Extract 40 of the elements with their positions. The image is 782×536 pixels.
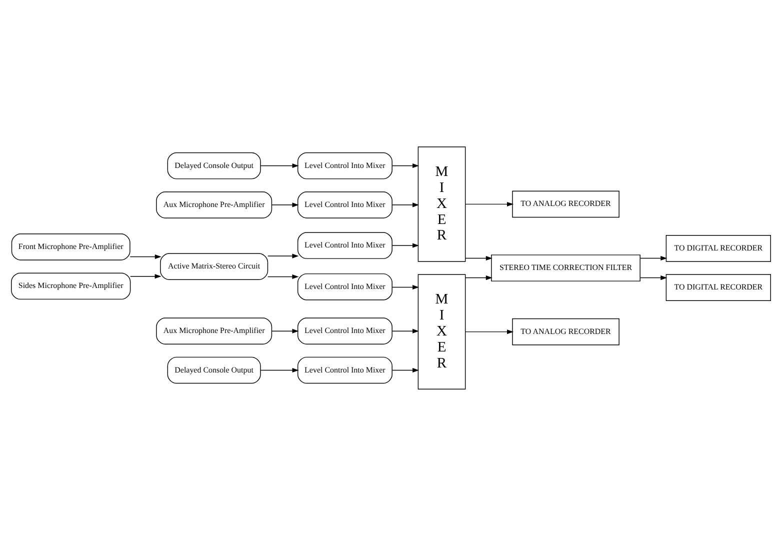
arrow (465, 256, 492, 260)
node-box: Aux Microphone Pre-Amplifier (156, 318, 272, 344)
node-box: M I X E R (418, 146, 466, 262)
node-box: Delayed Console Output (167, 356, 261, 384)
node-box: Aux Microphone Pre-Amplifier (156, 192, 272, 218)
node-box: TO DIGITAL RECORDER (666, 235, 771, 262)
arrow (465, 276, 492, 280)
arrow (272, 328, 299, 334)
arrow (130, 274, 162, 279)
arrow (130, 254, 162, 260)
arrow (268, 254, 299, 258)
arrow (268, 274, 299, 279)
arrow (465, 202, 514, 206)
node-box: TO ANALOG RECORDER (512, 318, 620, 346)
node-box: Sides Microphone Pre-Amplifier (11, 272, 131, 300)
node-box: Active Matrix-Stereo Circuit (160, 253, 268, 280)
node-box: Delayed Console Output (167, 152, 261, 180)
arrow (272, 202, 299, 208)
node-box: Level Control Into Mixer (297, 152, 392, 180)
node-box: Level Control Into Mixer (297, 232, 392, 259)
arrow (392, 243, 420, 248)
node-box: Level Control Into Mixer (297, 192, 392, 218)
node-box: TO ANALOG RECORDER (512, 190, 620, 218)
node-box: TO DIGITAL RECORDER (666, 274, 771, 301)
arrow (392, 163, 420, 168)
arrow (260, 368, 299, 373)
node-box: Front Microphone Pre-Amplifier (11, 234, 130, 260)
node-box: STEREO TIME CORRECTION FILTER (491, 254, 640, 282)
node-box: M I X E R (418, 274, 466, 390)
arrow (640, 276, 668, 280)
node-box: Level Control Into Mixer (297, 318, 392, 344)
node-box: Level Control Into Mixer (297, 356, 392, 384)
arrow (392, 368, 420, 373)
arrow (392, 202, 420, 208)
arrow (392, 328, 420, 334)
arrow (465, 330, 514, 334)
arrow (392, 284, 420, 290)
arrow (640, 256, 668, 260)
node-box: Level Control Into Mixer (297, 273, 392, 300)
arrow (260, 163, 299, 168)
